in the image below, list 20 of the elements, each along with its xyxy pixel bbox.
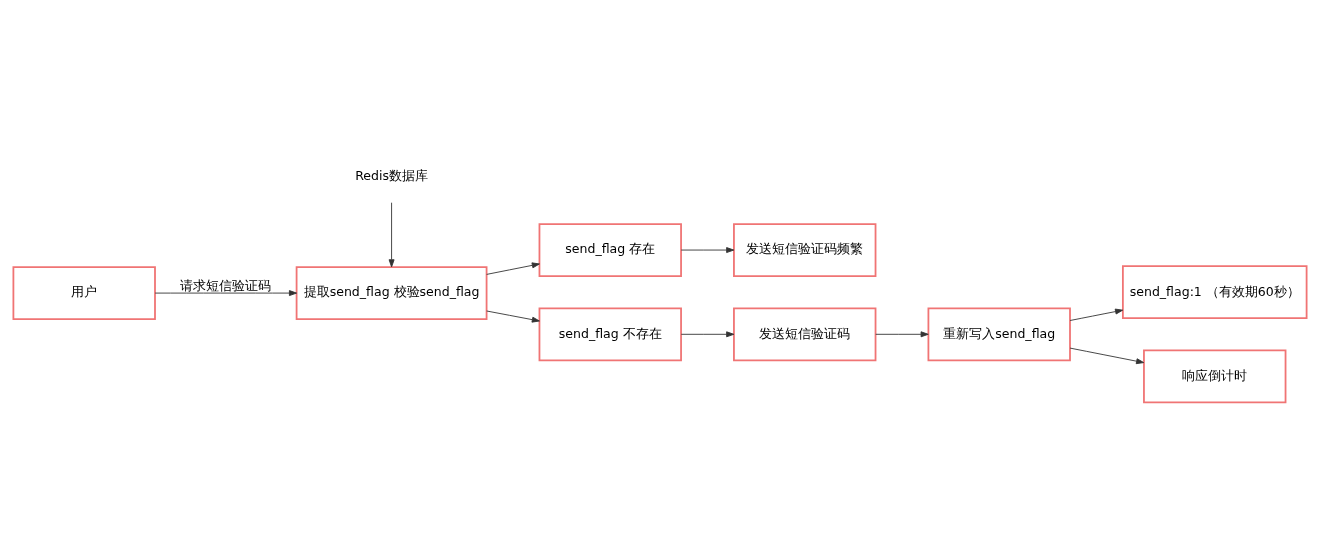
arrow: [154, 290, 298, 297]
arrow: [1069, 308, 1124, 321]
node-box: 重新写入send_flag: [927, 307, 1071, 362]
arrow: [680, 331, 735, 338]
node-box: send_flag 不存在: [538, 307, 682, 362]
arrow: [388, 202, 395, 268]
arrow: [875, 331, 929, 338]
arrow: [486, 310, 540, 323]
node-box: send_flag:1 （有效期60秒）: [1122, 265, 1308, 320]
edge-label: 请求短信验证码: [180, 277, 272, 293]
node-box: send_flag 存在: [538, 223, 682, 277]
arrow: [1069, 347, 1145, 365]
node-box: 提取send_flag 校验send_flag: [295, 266, 488, 320]
node-box: 发送短信验证码: [733, 307, 877, 362]
arrow: [680, 247, 735, 253]
node-box: 发送短信验证码频繁: [733, 223, 877, 277]
node-box: 用户: [12, 266, 156, 320]
arrow: [486, 262, 540, 275]
node-text: Redis数据库: [355, 167, 428, 183]
node-box: 响应倒计时: [1143, 349, 1287, 404]
